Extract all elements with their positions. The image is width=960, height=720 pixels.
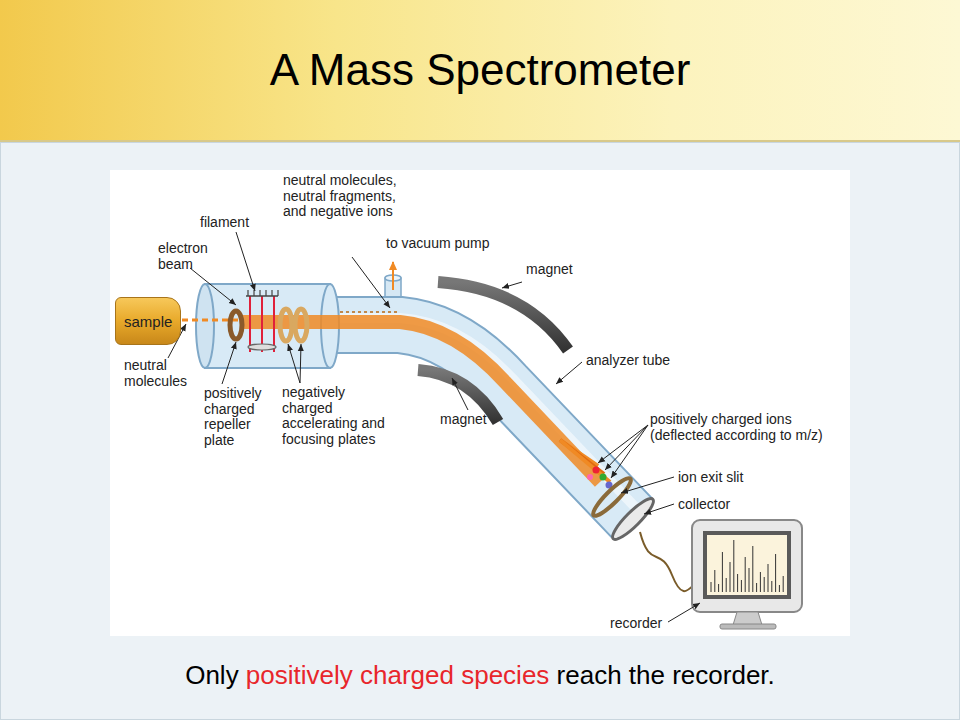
- part-label: magnet: [526, 262, 596, 278]
- slide-title: A Mass Spectrometer: [0, 45, 960, 95]
- collector: [608, 494, 657, 543]
- sample-cylinder: sample: [115, 297, 181, 345]
- part-label: positively charged ions (deflected accor…: [650, 412, 846, 443]
- part-label: negatively charged accelerating and focu…: [282, 385, 390, 448]
- slide-caption: Only positively charged species reach th…: [0, 660, 960, 691]
- part-label: recorder: [610, 616, 680, 632]
- part-label: electron beam: [158, 241, 218, 272]
- node-text: sample: [124, 313, 172, 330]
- filament: [246, 290, 278, 352]
- magnet-upper: [438, 282, 568, 350]
- part-label: ion exit slit: [678, 470, 798, 486]
- port-label: to vacuum pump: [386, 236, 506, 252]
- part-label: magnet: [440, 412, 510, 428]
- part-label: collector: [678, 497, 778, 513]
- ion-beam: [182, 312, 613, 489]
- leader-label: neutral molecules, neutral fragments, an…: [283, 173, 423, 220]
- plates: [230, 309, 307, 341]
- recorder-monitor: [692, 520, 802, 629]
- part-label: positively charged repeller plate: [204, 386, 284, 449]
- part-label: filament: [200, 215, 270, 231]
- leader-lines: [168, 232, 700, 622]
- part-label: neutral molecules: [124, 358, 196, 389]
- part-label: analyzer tube: [586, 353, 696, 369]
